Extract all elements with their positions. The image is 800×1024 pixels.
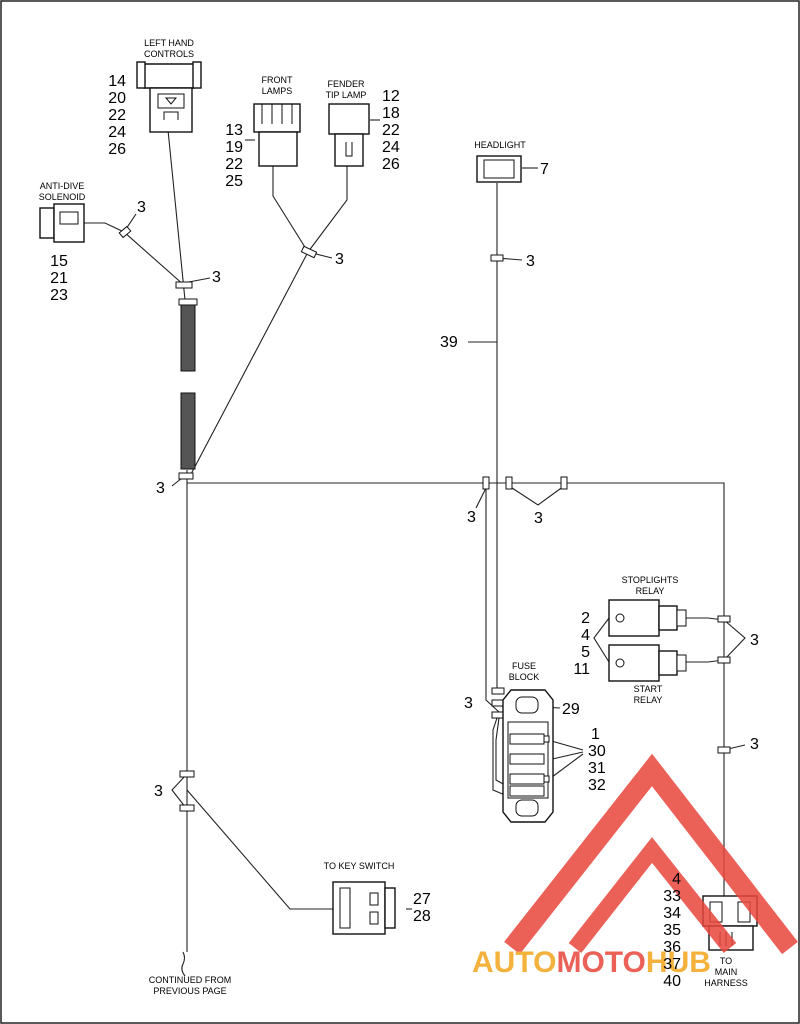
callout-fuse-3: 31 <box>588 760 606 777</box>
headlight-connector <box>476 155 522 183</box>
callout-ad-2: 21 <box>50 270 68 287</box>
front-lamps-label-2: LAMPS <box>262 86 293 96</box>
callout-headlight: 7 <box>540 161 549 178</box>
callout-mh-2: 33 <box>663 888 681 905</box>
callout-ad-3: 23 <box>50 287 68 304</box>
callout-fuse-block: 29 <box>562 701 580 718</box>
callout-ft-1: 12 <box>382 88 400 105</box>
front-lamps-label-1: FRONT <box>262 75 293 85</box>
headlight-label: HEADLIGHT <box>474 140 526 150</box>
callout-relay-4: 11 <box>573 661 590 678</box>
callout-fl-4: 25 <box>225 173 243 190</box>
main-harness-label-2: MAIN <box>715 967 738 977</box>
fender-tip-lamp-connector <box>328 103 370 167</box>
callout-ft-5: 26 <box>382 156 400 173</box>
callout-mh-1: 4 <box>672 871 681 888</box>
left-hand-controls-label-2: CONTROLS <box>144 49 194 59</box>
callout-clip-4: 3 <box>526 253 535 270</box>
callout-ft-2: 18 <box>382 105 400 122</box>
start-relay-label-2: RELAY <box>634 695 663 705</box>
front-lamps-connector <box>253 103 301 167</box>
callout-clip-11: 3 <box>154 783 163 800</box>
start-relay-label-1: START <box>634 684 663 694</box>
callout-key-1: 27 <box>413 891 431 908</box>
callout-ad-1: 15 <box>50 253 68 270</box>
callout-clip-10: 3 <box>464 695 473 712</box>
component-labels: LEFT HAND CONTROLS FRONT LAMPS FENDER TI… <box>39 38 748 996</box>
callout-fuse-4: 32 <box>588 777 606 794</box>
fuse-block-label-2: BLOCK <box>509 672 540 682</box>
callout-clip-9: 3 <box>750 736 759 753</box>
callout-clip-2: 3 <box>212 269 221 286</box>
callout-lhc-3: 22 <box>108 107 126 124</box>
callout-numbers: 14 20 22 24 26 13 19 22 25 12 18 22 24 2… <box>50 73 759 990</box>
callout-lhc-4: 24 <box>108 124 126 141</box>
callout-lhc-5: 26 <box>108 141 126 158</box>
callout-relay-2: 4 <box>581 627 590 644</box>
callout-relay-1: 2 <box>581 610 590 627</box>
callout-headlight-wire: 39 <box>440 334 458 351</box>
callout-key-2: 28 <box>413 908 431 925</box>
callout-ft-3: 22 <box>382 122 400 139</box>
wire-clips <box>118 225 731 812</box>
continued-label-1: CONTINUED FROM <box>149 975 232 985</box>
automotohub-watermark: AUTOMOTOHUB <box>472 753 798 979</box>
start-relay <box>608 644 687 682</box>
callout-fl-1: 13 <box>225 122 243 139</box>
stoplights-relay-label-1: STOPLIGHTS <box>622 575 679 585</box>
main-harness-label-1: TO <box>720 956 732 966</box>
callout-fuse-1: 1 <box>591 726 600 743</box>
callout-relay-3: 5 <box>581 644 590 661</box>
callout-mh-6: 37 <box>663 956 681 973</box>
anti-dive-label-2: SOLENOID <box>39 192 86 202</box>
callout-clip-7: 3 <box>534 510 543 527</box>
callout-mh-7: 40 <box>663 973 681 990</box>
fender-tip-lamp-label-1: FENDER <box>327 79 365 89</box>
continued-label-2: PREVIOUS PAGE <box>153 986 226 996</box>
watermark-text: AUTOMOTOHUB <box>472 946 711 979</box>
callout-clip-3: 3 <box>335 251 344 268</box>
stoplights-relay <box>608 599 687 637</box>
callout-mh-3: 34 <box>663 905 681 922</box>
key-switch-label: TO KEY SWITCH <box>324 861 395 871</box>
left-hand-controls-label-1: LEFT HAND <box>144 38 194 48</box>
callout-clip-5: 3 <box>156 480 165 497</box>
callout-ft-4: 24 <box>382 139 400 156</box>
anti-dive-solenoid-connector <box>39 203 85 243</box>
callout-mh-4: 35 <box>663 922 681 939</box>
callout-fl-2: 19 <box>225 139 243 156</box>
stoplights-relay-label-2: RELAY <box>636 586 665 596</box>
fuse-block <box>502 689 554 823</box>
key-switch-connector <box>332 881 396 935</box>
callout-clip-8: 3 <box>750 632 759 649</box>
left-hand-controls-connector <box>136 61 202 133</box>
callout-clip-6: 3 <box>467 509 476 526</box>
wires <box>84 119 746 977</box>
fuse-block-label-1: FUSE <box>512 661 536 671</box>
callout-fl-3: 22 <box>225 156 243 173</box>
callout-mh-5: 36 <box>663 939 681 956</box>
callout-fuse-2: 30 <box>588 743 606 760</box>
anti-dive-label-1: ANTI-DIVE <box>40 181 85 191</box>
callout-clip-1: 3 <box>137 199 146 216</box>
callout-lhc-1: 14 <box>108 73 126 90</box>
fender-tip-lamp-label-2: TIP LAMP <box>326 90 367 100</box>
callout-lhc-2: 20 <box>108 90 126 107</box>
main-harness-label-3: HARNESS <box>704 978 748 988</box>
conduit <box>178 298 198 470</box>
